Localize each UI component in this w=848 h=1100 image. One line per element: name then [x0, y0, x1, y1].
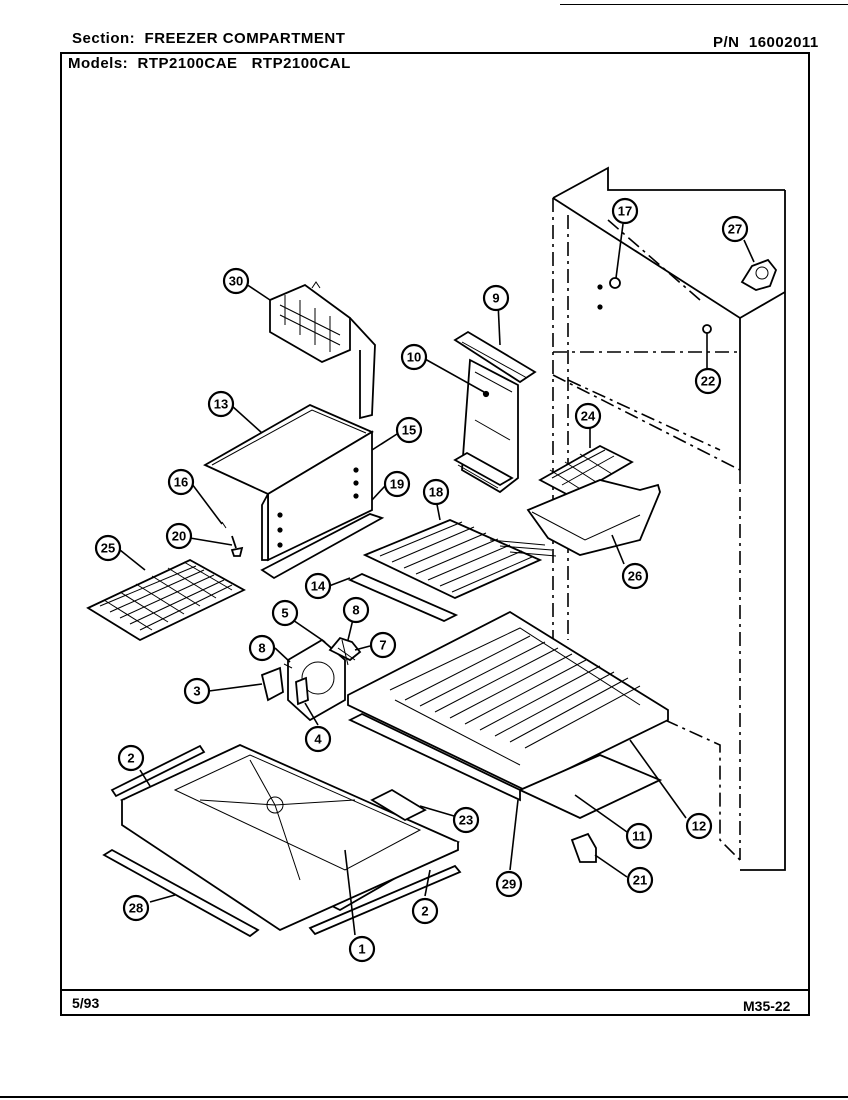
- svg-text:13: 13: [214, 397, 228, 412]
- svg-text:11: 11: [632, 829, 646, 844]
- callout-19: 19: [383, 470, 411, 498]
- svg-text:8: 8: [352, 603, 359, 618]
- svg-text:25: 25: [101, 541, 115, 556]
- callout-7: 7: [369, 631, 397, 659]
- callout-25: 25: [94, 534, 122, 562]
- svg-text:23: 23: [459, 813, 473, 828]
- svg-text:7: 7: [379, 638, 386, 653]
- leader-lines: [119, 223, 755, 936]
- svg-text:2: 2: [127, 751, 134, 766]
- callout-21: 21: [626, 866, 654, 894]
- svg-text:22: 22: [701, 374, 715, 389]
- part-30-evaporator-grille: [269, 281, 376, 420]
- part-9-10-air-duct: [453, 330, 537, 494]
- diagram-frame: [60, 52, 810, 1016]
- svg-text:16: 16: [174, 475, 188, 490]
- callout-18: 18: [422, 478, 450, 506]
- svg-text:3: 3: [193, 684, 200, 699]
- svg-text:10: 10: [407, 350, 421, 365]
- callout-5: 5: [271, 599, 299, 627]
- part-number: P/N 16002011: [713, 34, 819, 51]
- svg-text:4: 4: [314, 732, 322, 747]
- callout-9: 9: [482, 284, 510, 312]
- part-13-15-ice-housing: [203, 403, 385, 580]
- callout-2-upper: 2: [117, 744, 145, 772]
- bottom-edge-rule: [0, 1096, 848, 1098]
- svg-text:8: 8: [258, 641, 265, 656]
- svg-text:14: 14: [311, 579, 326, 594]
- callout-20: 20: [165, 522, 193, 550]
- footer-rule: [60, 989, 810, 991]
- callout-29: 29: [495, 870, 523, 898]
- callout-4: 4: [304, 725, 332, 753]
- callout-10: 10: [400, 343, 428, 371]
- callout-27: 27: [721, 215, 749, 243]
- svg-text:12: 12: [692, 819, 706, 834]
- model-2: RTP2100CAL: [251, 55, 351, 72]
- svg-text:2: 2: [421, 904, 428, 919]
- part-3-to-8-fan-assembly: [260, 636, 362, 722]
- pn-label: P/N: [713, 34, 740, 51]
- part-18-14-wire-shelf: [347, 519, 557, 622]
- part-1-2-23-28-floor-pan: [102, 744, 462, 938]
- callout-8-upper: 8: [342, 596, 370, 624]
- svg-text:17: 17: [618, 204, 632, 219]
- callout-11: 11: [625, 822, 653, 850]
- part-17-22-27-hardware: [597, 258, 778, 334]
- svg-text:21: 21: [633, 873, 647, 888]
- callout-12: 12: [685, 812, 713, 840]
- svg-text:24: 24: [581, 409, 596, 424]
- part-24-26-ice-tray-bucket: [526, 444, 661, 556]
- callout-16: 16: [167, 468, 195, 496]
- callout-15: 15: [395, 416, 423, 444]
- svg-text:20: 20: [172, 529, 186, 544]
- callout-17: 17: [611, 197, 639, 225]
- models-label: Models:: [68, 55, 129, 72]
- top-edge-rule: [560, 4, 848, 5]
- svg-text:5: 5: [281, 606, 288, 621]
- svg-text:26: 26: [628, 569, 642, 584]
- section-label: Section:: [72, 30, 136, 47]
- part-11-12-29-freezer-floor: [347, 610, 669, 863]
- svg-text:27: 27: [728, 222, 742, 237]
- svg-text:19: 19: [390, 477, 404, 492]
- model-1: RTP2100CAE: [137, 55, 238, 72]
- callout-14: 14: [304, 572, 332, 600]
- section-value: FREEZER COMPARTMENT: [144, 30, 346, 47]
- callout-1: 1: [348, 935, 376, 963]
- pn-value: 16002011: [748, 34, 819, 51]
- callout-3: 3: [183, 677, 211, 705]
- footer-date: 5/93: [72, 995, 100, 1011]
- callout-2-lower: 2: [411, 897, 439, 925]
- callout-30: 30: [222, 267, 250, 295]
- models-header: Models: RTP2100CAE RTP2100CAL: [68, 55, 351, 72]
- callout-28: 28: [122, 894, 150, 922]
- callout-8-lower: 8: [248, 634, 276, 662]
- callout-13: 13: [207, 390, 235, 418]
- callout-22: 22: [694, 367, 722, 395]
- callout-26: 26: [621, 562, 649, 590]
- svg-text:15: 15: [402, 423, 416, 438]
- callout-23: 23: [452, 806, 480, 834]
- footer-code: M35-22: [743, 998, 791, 1014]
- svg-text:30: 30: [229, 274, 243, 289]
- callout-24: 24: [574, 402, 602, 430]
- svg-text:29: 29: [502, 877, 516, 892]
- svg-text:9: 9: [492, 291, 499, 306]
- svg-text:18: 18: [429, 485, 443, 500]
- cabinet-outline: [552, 166, 786, 871]
- part-25-wire-shelf: [86, 558, 246, 642]
- svg-text:1: 1: [358, 942, 365, 957]
- svg-text:28: 28: [129, 901, 143, 916]
- section-header: Section: FREEZER COMPARTMENT: [72, 30, 345, 47]
